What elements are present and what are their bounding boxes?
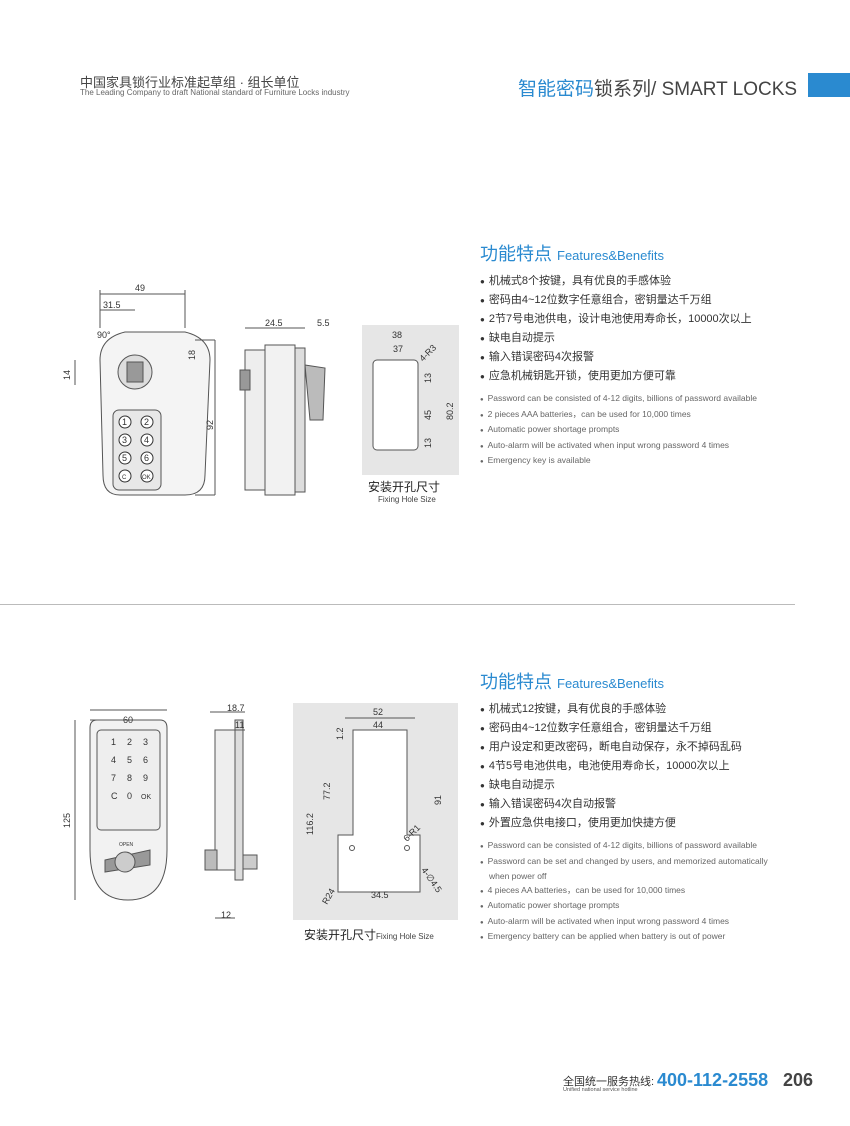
svg-text:14: 14 (62, 370, 72, 380)
svg-text:5: 5 (122, 453, 127, 463)
svg-text:31.5: 31.5 (103, 300, 121, 310)
svg-text:44: 44 (373, 720, 383, 730)
svg-text:18.7: 18.7 (227, 703, 245, 713)
svg-text:77.2: 77.2 (322, 782, 332, 800)
svg-text:6: 6 (144, 453, 149, 463)
svg-text:45: 45 (423, 410, 433, 420)
svg-text:60: 60 (123, 715, 133, 725)
svg-text:5: 5 (127, 755, 132, 765)
svg-text:91: 91 (433, 795, 443, 805)
svg-text:80.2: 80.2 (445, 402, 455, 420)
svg-text:12: 12 (221, 910, 231, 920)
product1-keypad: 1 2 3 4 5 6 C OK (118, 415, 154, 483)
svg-text:125: 125 (62, 813, 72, 828)
svg-text:13: 13 (423, 373, 433, 383)
feature-en: 4 pieces AA batteries，can be used for 10… (480, 884, 770, 900)
feature-cn: 输入错误密码4次自动报警 (480, 795, 770, 814)
feature-en: Auto-alarm will be activated when input … (480, 915, 770, 931)
svg-text:1: 1 (122, 417, 127, 427)
svg-text:18: 18 (187, 350, 197, 360)
accent-block (808, 73, 850, 97)
svg-text:9: 9 (143, 773, 148, 783)
hotline-label-en: Unified national service hotline (563, 1087, 638, 1093)
feature-cn: 密码由4~12位数字任意组合，密钥量达千万组 (480, 719, 770, 738)
feature-cn: 用户设定和更改密码，断电自动保存，永不掉码乱码 (480, 738, 770, 757)
feature-en: Automatic power shortage prompts (480, 423, 770, 439)
feature-cn: 机械式12按键，具有优良的手感体验 (480, 700, 770, 719)
feature-en: Emergency key is available (480, 454, 770, 470)
product1-caption-cn: 安装开孔尺寸 (368, 480, 441, 494)
product2-caption: 安装开孔尺寸Fixing Hole Size (304, 928, 434, 942)
company-tagline-cn: 中国家具锁行业标准起草组 · 组长单位 (80, 75, 300, 90)
feature-cn: 4节5号电池供电，电池使用寿命长，10000次以上 (480, 757, 770, 776)
feature-en: Emergency battery can be applied when ba… (480, 930, 770, 946)
title-rest: 锁系列/ SMART LOCKS (594, 79, 798, 100)
svg-text:8: 8 (127, 773, 132, 783)
feature-en: Password can be set and changed by users… (480, 855, 770, 884)
svg-text:24.5: 24.5 (265, 318, 283, 328)
svg-text:6: 6 (143, 755, 148, 765)
svg-text:3: 3 (143, 737, 148, 747)
svg-text:90°: 90° (97, 330, 111, 340)
svg-text:3: 3 (122, 435, 127, 445)
hotline-number: 400-112-2558 (657, 1070, 769, 1090)
svg-text:38: 38 (392, 330, 402, 340)
svg-text:4: 4 (111, 755, 116, 765)
page-title: 智能密码锁系列/ SMART LOCKS (518, 74, 797, 101)
svg-text:2: 2 (144, 417, 149, 427)
svg-text:11: 11 (235, 720, 244, 730)
svg-text:OPEN: OPEN (119, 842, 134, 848)
svg-text:49: 49 (135, 283, 145, 293)
feature-en: Password can be consisted of 4-12 digits… (480, 839, 770, 855)
feature-en: 2 pieces AAA batteries，can be used for 1… (480, 408, 770, 424)
svg-text:37: 37 (393, 344, 403, 354)
svg-text:52: 52 (373, 707, 383, 717)
svg-text:C: C (122, 475, 127, 481)
svg-text:1: 1 (111, 737, 116, 747)
company-tagline-en: The Leading Company to draft National st… (80, 88, 350, 97)
product1-features: 功能特点 Features&Benefits 机械式8个按键，具有优良的手感体验… (480, 240, 770, 470)
feature-cn: 密码由4~12位数字任意组合，密钥量达千万组 (480, 291, 770, 310)
svg-text:C: C (111, 791, 118, 801)
svg-text:13: 13 (423, 438, 433, 448)
feature-en: Auto-alarm will be activated when input … (480, 439, 770, 455)
svg-text:OK: OK (142, 475, 151, 481)
feature-cn: 应急机械钥匙开锁，使用更加方便可靠 (480, 367, 770, 386)
svg-text:0: 0 (127, 791, 132, 801)
feature-cn: 输入错误密码4次报警 (480, 348, 770, 367)
svg-text:OK: OK (141, 794, 151, 801)
product2-features: 功能特点 Features&Benefits 机械式12按键，具有优良的手感体验… (480, 668, 770, 946)
title-highlight: 智能密码 (518, 79, 595, 100)
product1-drawing: 1 2 3 4 5 6 C OK 49 31.5 90° 18 14 92 24.5 5… (62, 283, 459, 496)
feature-cn: 外置应急供电接口，使用更加快捷方便 (480, 814, 770, 833)
svg-text:4: 4 (144, 435, 149, 445)
hotline-label-cn: 全国统一服务热线: (563, 1076, 655, 1088)
svg-text:92: 92 (205, 420, 215, 430)
feature-en: Automatic power shortage prompts (480, 899, 770, 915)
features-title: 功能特点 Features&Benefits (480, 244, 664, 264)
feature-cn: 2节7号电池供电，设计电池使用寿命长，10000次以上 (480, 310, 770, 329)
product1-caption-en: Fixing Hole Size (378, 495, 436, 504)
feature-cn: 机械式8个按键，具有优良的手感体验 (480, 272, 770, 291)
feature-cn: 缺电自动提示 (480, 329, 770, 348)
svg-text:2: 2 (127, 737, 132, 747)
feature-cn: 缺电自动提示 (480, 776, 770, 795)
section-divider (0, 604, 795, 605)
svg-text:5.5: 5.5 (317, 318, 330, 328)
svg-text:34.5: 34.5 (371, 890, 389, 900)
features-title: 功能特点 Features&Benefits (480, 672, 664, 692)
page-number: 206 (783, 1070, 814, 1090)
svg-text:116.2: 116.2 (305, 813, 315, 835)
feature-en: Password can be consisted of 4-12 digits… (480, 392, 770, 408)
svg-text:7: 7 (111, 773, 116, 783)
svg-text:1.2: 1.2 (335, 727, 345, 740)
